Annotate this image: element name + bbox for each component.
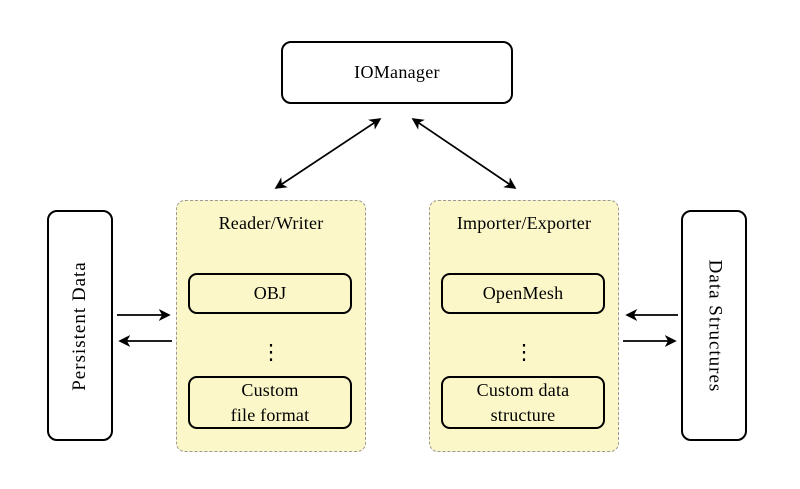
iomanager-node: IOManager <box>281 41 513 104</box>
obj-node: OBJ <box>188 273 352 314</box>
obj-label: OBJ <box>253 283 287 304</box>
data-structures-label: Data Structures <box>704 259 725 392</box>
iomanager-label: IOManager <box>354 62 440 82</box>
openmesh-label: OpenMesh <box>482 283 564 304</box>
persistent-data-label: Persistent Data <box>69 260 91 391</box>
custom-data-structure-node: Custom data structure <box>441 376 605 429</box>
reader-writer-group: Reader/Writer OBJ ⋮ Custom file format <box>176 200 366 452</box>
custom-file-format-label: Custom file format <box>230 380 310 425</box>
vertical-ellipsis-icon: ⋮ <box>260 340 282 364</box>
persistent-data-node: Persistent Data <box>47 210 113 441</box>
arrow-iomanager-importerexporter <box>411 118 517 189</box>
data-structures-node: Data Structures <box>681 210 747 441</box>
vertical-ellipsis-icon: ⋮ <box>513 340 535 364</box>
importer-exporter-group: Importer/Exporter OpenMesh ⋮ Custom data… <box>429 200 619 452</box>
custom-file-format-node: Custom file format <box>188 376 352 429</box>
arrow-iomanager-readerwriter <box>274 118 382 189</box>
openmesh-node: OpenMesh <box>441 273 605 314</box>
custom-data-structure-label: Custom data structure <box>476 380 570 425</box>
importer-exporter-title: Importer/Exporter <box>456 213 592 233</box>
reader-writer-title: Reader/Writer <box>218 213 324 233</box>
